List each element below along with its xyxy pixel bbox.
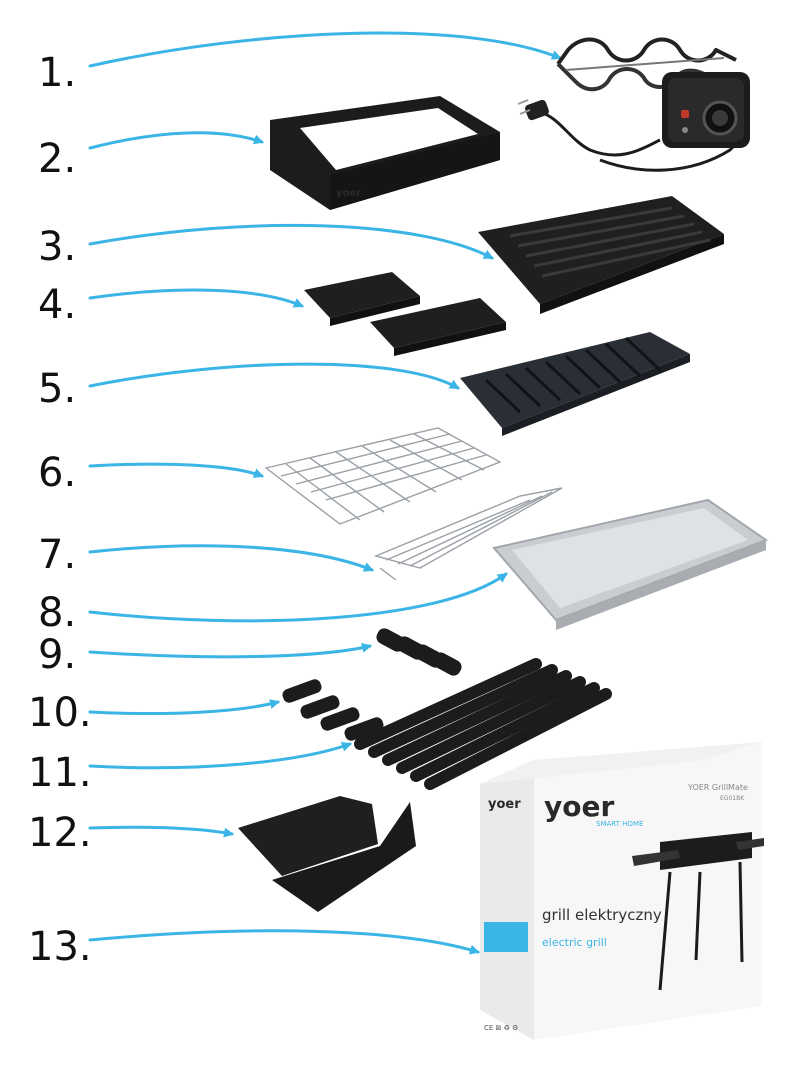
part-drip-tray: [492, 498, 769, 630]
arrow-1: [88, 31, 562, 68]
box-ce-marks: CE ⊠ ♻ ⚙: [484, 1024, 518, 1032]
part-small-rack: [373, 487, 563, 581]
arrow-11: [88, 742, 352, 770]
part-side-shelves: [238, 796, 416, 912]
box-brand-tag: SMART HOME: [596, 820, 643, 828]
part-long-legs: [354, 658, 612, 790]
arrow-6: [88, 462, 264, 478]
box-model-line: YOER GrillMate: [687, 783, 748, 792]
label-8: 8.: [38, 590, 76, 636]
arrow-10: [88, 699, 280, 716]
label-13: 13.: [28, 924, 92, 970]
box-side-brand: yoer: [488, 797, 521, 812]
part-box: yoer yoer SMART HOME YOER GrillMate EG01…: [480, 742, 764, 1040]
label-4: 4.: [38, 282, 76, 328]
label-12: 12.: [28, 810, 92, 856]
box-grill-illustration: [632, 832, 764, 991]
box-title-pl: grill elektryczny: [542, 906, 662, 924]
arrow-2: [88, 131, 264, 150]
arrow-13: [88, 929, 480, 955]
label-5: 5.: [38, 366, 76, 412]
part-short-tubes: [376, 628, 462, 676]
part-grill-plate: [478, 196, 724, 314]
box-brand: yoer: [544, 790, 614, 823]
part-wire-rack: [264, 427, 502, 525]
part-side-plates: [304, 272, 506, 356]
label-7: 7.: [38, 532, 76, 578]
label-1: 1.: [38, 50, 76, 96]
arrow-5: [88, 362, 460, 390]
arrow-9: [88, 643, 372, 659]
arrow-8: [88, 572, 508, 623]
frame-logo: yoer: [336, 188, 361, 199]
part-connectors: [282, 679, 384, 741]
part-frame: yoer: [270, 96, 500, 210]
label-11: 11.: [28, 750, 92, 796]
label-9: 9.: [38, 632, 76, 678]
box-title-en: electric grill: [542, 936, 607, 949]
box-model-code: EG01BK: [720, 795, 745, 802]
label-2: 2.: [38, 136, 76, 182]
label-3: 3.: [38, 224, 76, 270]
arrow-4: [88, 288, 304, 308]
arrow-12: [88, 825, 234, 838]
arrow-7: [88, 544, 374, 572]
arrow-3: [88, 223, 494, 260]
part-grate-tray: [460, 332, 690, 436]
label-6: 6.: [38, 450, 76, 496]
label-10: 10.: [28, 690, 92, 736]
part-heating-element: [517, 37, 750, 172]
